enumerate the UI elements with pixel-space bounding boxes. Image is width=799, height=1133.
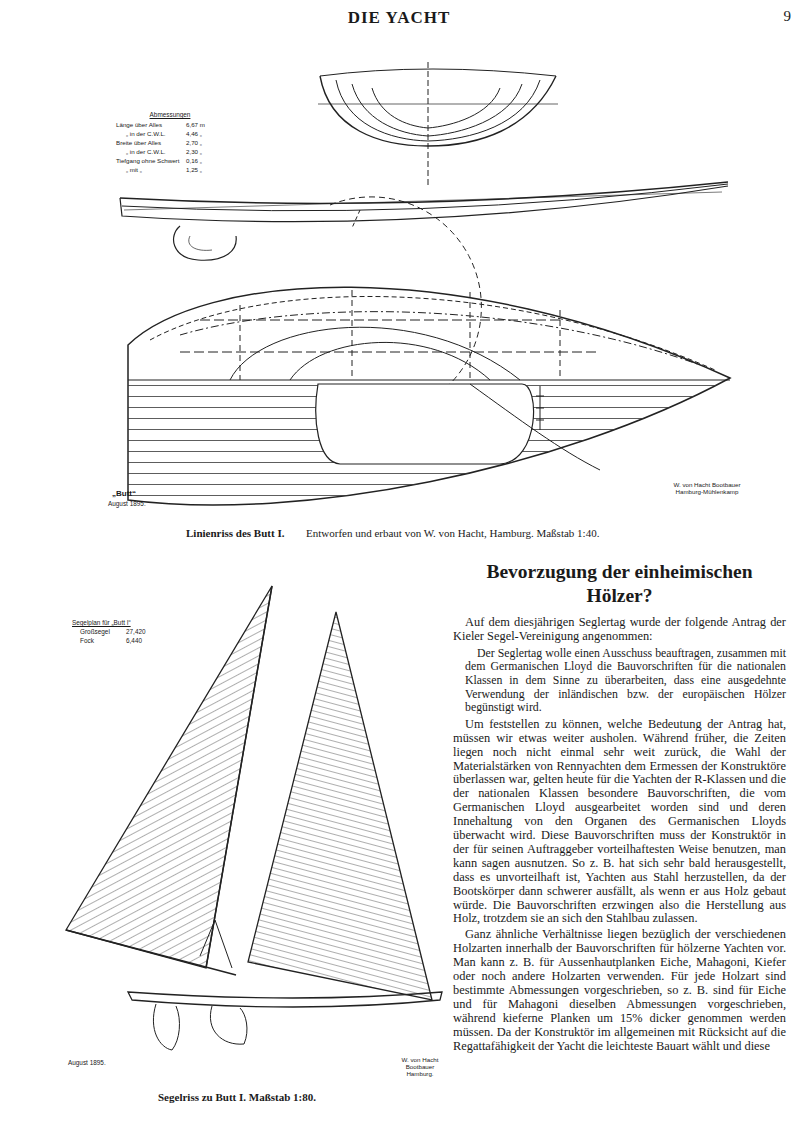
- table-cell: 6,440: [126, 637, 160, 644]
- table-cell: 2,70 „: [186, 139, 220, 146]
- page-number: 9: [765, 8, 791, 25]
- drawing-date: August 1895.: [68, 1059, 128, 1066]
- table-cell: 1,25 „: [186, 166, 220, 173]
- table-cell: 0,16 „: [186, 157, 220, 164]
- builder-stamp: W. von Hacht Bootbauer Hamburg.: [392, 1056, 448, 1077]
- table-cell: Länge über Alles: [116, 121, 186, 128]
- table-cell: 4,46 „: [186, 130, 220, 137]
- table-cell: „ in der C.W.L.: [126, 148, 188, 155]
- table-cell: Tiefgang ohne Schwert: [116, 157, 186, 164]
- text-column: Bevorzugung der einheimischen Hölzer? Auf…: [453, 560, 786, 1054]
- table-cell: Fock: [80, 637, 126, 644]
- quoted-motion: Der Seglertag wolle einen Ausschuss beau…: [465, 647, 786, 715]
- builder-stamp: W. von Hacht Bootbauer Hamburg-Mühlenkam…: [668, 481, 746, 495]
- table-heading: Abmessungen: [140, 111, 200, 118]
- table-cell: 27,420: [126, 628, 160, 635]
- table-cell: Breite über Alles: [116, 139, 186, 146]
- body-paragraph: Ganz ähnliche Verhältnisse liegen bezügl…: [453, 928, 786, 1053]
- article-heading: Bevorzugung der einheimischen Hölzer?: [453, 560, 786, 608]
- drawing-name: „Butt“: [112, 489, 162, 498]
- table-cell: „ mit „: [126, 166, 188, 173]
- figure-caption: Segelriss zu Butt I. Maßstab 1:80.: [158, 1091, 398, 1104]
- figure-caption: Linienriss des Butt I.: [186, 527, 306, 540]
- body-paragraph: Um feststellen zu können, welche Bedeutu…: [453, 718, 786, 927]
- table-cell: „ in der C.W.L.: [126, 130, 188, 137]
- figure-caption: Entworfen und erbaut von W. von Hacht, H…: [306, 527, 686, 540]
- table-heading: Segelplan für „Butt I“: [72, 619, 162, 626]
- table-cell: Großsegel: [80, 628, 126, 635]
- table-cell: 2,30 „: [186, 148, 220, 155]
- table-cell: 6,67 m: [186, 121, 220, 128]
- running-head: DIE YACHT: [344, 8, 454, 28]
- drawing-date: August 1895.: [108, 500, 168, 507]
- body-paragraph: Auf dem diesjährigen Seglertag wurde der…: [453, 616, 786, 644]
